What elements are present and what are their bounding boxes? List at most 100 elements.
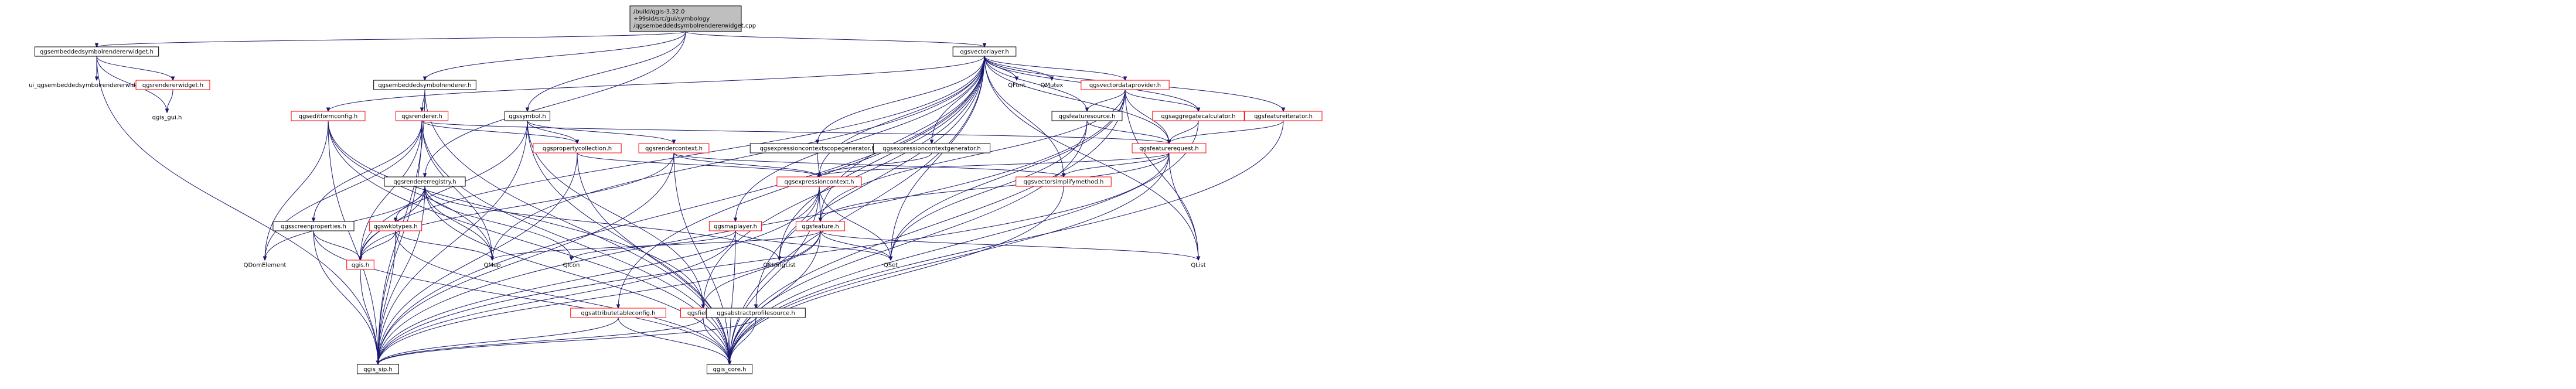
edge-dataprovider-to-featuresource: [1087, 89, 1126, 111]
node-expgen[interactable]: qgsexpressioncontextgenerator.h: [873, 143, 991, 153]
edge-expctx-to-core: [730, 186, 820, 364]
edge-expctx-to-sip: [378, 186, 820, 364]
edge-symbol-to-rendercontext: [527, 120, 674, 144]
edge-rendercontext-to-qgis_h: [360, 152, 674, 260]
edge-rendercontext-to-sip: [378, 152, 674, 364]
node-qmap: QMap: [484, 262, 501, 269]
node-box: [346, 260, 374, 270]
node-editform[interactable]: qgseditformconfig.h: [291, 111, 366, 121]
node-sip[interactable]: qgis_sip.h: [357, 364, 399, 374]
node-box: [395, 111, 449, 121]
edge-maplayer-to-qset: [735, 230, 891, 260]
edge-wkbtypes-to-qmap: [395, 230, 492, 260]
node-renderer[interactable]: qgsrenderer.h: [395, 111, 449, 121]
node-embedded-renderer[interactable]: qgsembeddedsymbolrenderer.h: [373, 80, 476, 90]
edge-feature-to-core: [730, 230, 821, 364]
node-featuresource[interactable]: qgsfeaturesource.h: [1051, 111, 1123, 121]
node-expctx[interactable]: qgsexpressioncontext.h: [776, 176, 862, 187]
edge-vectorlayer-to-qmap: [492, 56, 985, 260]
edge-screenprops-to-core: [313, 230, 730, 364]
node-label: qgsembeddedsymbolrendererwidget.h: [40, 49, 154, 56]
node-attrtable[interactable]: qgsattributetableconfig.h: [570, 308, 666, 318]
node-box: [1081, 80, 1170, 90]
edge-root-to-symbol: [527, 31, 686, 111]
node-rendercontext[interactable]: qgsrendercontext.h: [638, 143, 710, 153]
node-expscope[interactable]: qgsexpressioncontextscopegenerator.h: [749, 143, 885, 153]
node-label: qgsfeaturesource.h: [1059, 114, 1116, 120]
node-box: [1152, 111, 1245, 121]
node-label: qgis_core.h: [713, 367, 747, 373]
node-label: QSet: [884, 262, 898, 269]
root-file-label: /build/qgis-3.32.0: [633, 9, 684, 15]
node-box: [1016, 176, 1112, 187]
node-featiter[interactable]: qgsfeatureiterator.h: [1244, 111, 1323, 121]
node-simplify[interactable]: qgsvectorsimplifymethod.h: [1016, 176, 1112, 187]
edge-qgis_h-to-sip: [360, 269, 378, 364]
node-renderer-widget[interactable]: qgsrendererwidget.h: [135, 80, 210, 90]
node-box: [357, 364, 399, 374]
node-qmutex: QMutex: [1041, 83, 1064, 89]
edge-attrtable-to-core: [618, 317, 730, 364]
root-file-label: +99sid/src/gui/symbology: [633, 16, 710, 22]
node-label: qgsfields.h: [687, 310, 719, 317]
node-label: QMutex: [1041, 83, 1064, 89]
edge-expgen-to-expctx: [819, 152, 932, 177]
node-vectorlayer[interactable]: qgsvectorlayer.h: [952, 46, 1017, 57]
node-registry[interactable]: qgsrendererregistry.h: [384, 176, 466, 187]
edge-vectorlayer-to-expgen: [932, 56, 985, 144]
node-label: qgssymbol.h: [509, 114, 546, 120]
edge-feature-to-fields: [703, 230, 821, 308]
node-qlist: QList: [1191, 262, 1205, 269]
edge-screenprops-to-sip: [313, 230, 378, 364]
edge-root-to-embedded_renderer: [425, 31, 686, 80]
edge-root-to-widget_h: [97, 31, 686, 47]
node-box: [373, 80, 476, 90]
node-qgis-h[interactable]: qgis.h: [346, 260, 374, 270]
node-feature[interactable]: qgsfeature.h: [795, 221, 846, 231]
edge-renderer-to-featreq: [421, 120, 1169, 144]
edge-propcoll-to-core: [577, 152, 730, 364]
edge-vectorlayer-to-featuresource: [984, 56, 1087, 111]
node-aggcalc[interactable]: qgsaggregatecalculator.h: [1152, 111, 1245, 121]
node-label: qgsaggregatecalculator.h: [1161, 114, 1235, 120]
edge-vectorlayer-to-qset: [891, 56, 985, 260]
node-featreq[interactable]: qgsfeaturerequest.h: [1132, 143, 1207, 153]
node-propcoll[interactable]: qgspropertycollection.h: [533, 143, 622, 153]
node-label: QIcon: [563, 262, 580, 269]
edge-renderer-to-propcoll: [421, 120, 577, 144]
edge-symbol-to-fields: [527, 120, 703, 308]
node-symbol[interactable]: qgssymbol.h: [504, 111, 551, 121]
edge-screenprops-to-qgis_h: [313, 230, 360, 260]
node-screenprops[interactable]: qgsscreenproperties.h: [272, 221, 355, 231]
edge-vectorlayer-to-maplayer: [735, 56, 985, 221]
edge-renderer-to-qmap: [421, 120, 492, 260]
node-label: qgsvectorlayer.h: [960, 49, 1008, 56]
node-dataprovider[interactable]: qgsvectordataprovider.h: [1081, 80, 1170, 90]
edge-vectorlayer-to-qlist: [984, 56, 1198, 260]
edge-featiter-to-featreq: [1169, 120, 1284, 144]
edge-rendercontext-to-core: [673, 152, 730, 364]
node-absprofile[interactable]: qgsabstractprofilesource.h: [706, 308, 806, 318]
edge-featreq-to-feature: [820, 152, 1170, 221]
edge-wkbtypes-to-core: [395, 230, 730, 364]
node-widget-h[interactable]: qgsembeddedsymbolrendererwidget.h: [34, 46, 159, 57]
node-label: qgsabstractprofilesource.h: [717, 310, 795, 317]
edge-renderer_widget-to-gui: [167, 89, 173, 112]
edge-registry-to-qicon: [424, 186, 571, 260]
root-file-node[interactable]: /build/qgis-3.32.0+99sid/src/gui/symbolo…: [629, 5, 756, 32]
edge-vectorlayer-to-expscope: [817, 56, 985, 144]
node-label: QList: [1191, 262, 1205, 269]
node-wkbtypes[interactable]: qgswkbtypes.h: [369, 221, 422, 231]
node-label: qgsexpressioncontextscopegenerator.h: [760, 146, 875, 152]
node-label: QDomElement: [244, 262, 287, 269]
node-box: [34, 46, 159, 57]
edge-feature-to-sip: [378, 230, 821, 364]
edge-featreq-to-sip: [378, 152, 1170, 364]
node-maplayer[interactable]: qgsmaplayer.h: [708, 221, 762, 231]
node-box: [570, 308, 666, 318]
edge-editform-to-qdom: [265, 120, 329, 260]
node-label: qgis_gui.h: [152, 115, 182, 121]
node-core[interactable]: qgis_core.h: [706, 364, 753, 374]
edge-dataprovider-to-featreq: [1125, 89, 1169, 144]
